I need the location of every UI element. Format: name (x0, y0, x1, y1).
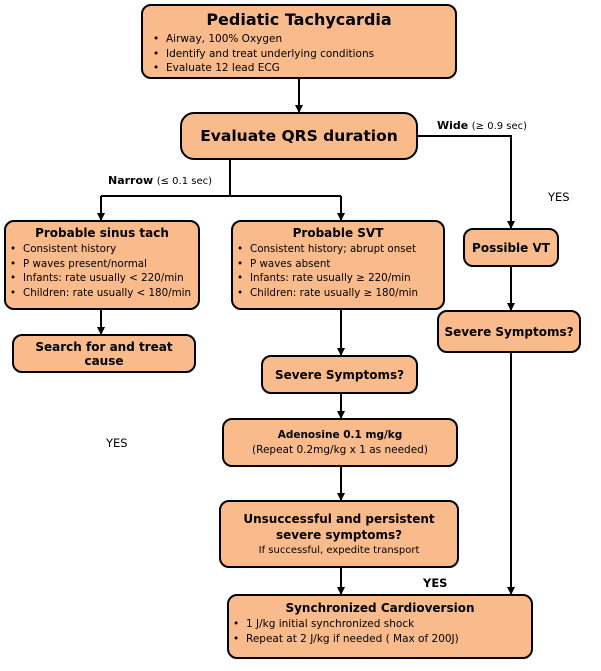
unsuccessful-box: Unsuccessful and persistent severe sympt… (219, 500, 459, 568)
severe-symptoms-vt-box: Severe Symptoms? (437, 310, 581, 353)
sinus-tach-item: Consistent history (8, 242, 198, 257)
wide-label-text: Wide (437, 119, 469, 132)
main-title: Pediatic Tachycardia (206, 10, 392, 29)
treat-cause-title: Search for and treat cause (35, 339, 173, 368)
svt-list: Consistent history; abrupt onset P waves… (233, 242, 443, 300)
cardioversion-list: 1 J/kg initial synchronized shock Repeat… (229, 617, 531, 646)
adenosine-title: Adenosine 0.1 mg/kg (277, 428, 403, 441)
svt-item: Infants: rate usually ≥ 220/min (235, 271, 443, 286)
adenosine-subtitle: (Repeat 0.2mg/kg x 1 as needed) (252, 443, 428, 456)
sinus-tach-item: Children: rate usually < 180/min (8, 286, 198, 301)
cardioversion-title: Synchronized Cardioversion (285, 601, 475, 615)
evaluate-qrs-title: Evaluate QRS duration (200, 127, 398, 145)
wide-label: Wide (≥ 0.9 sec) (437, 119, 527, 132)
sinus-tach-title: Probable sinus tach (35, 226, 169, 240)
svt-item: Children: rate usually ≥ 180/min (235, 286, 443, 301)
main-item: Airway, 100% Oxygen (151, 32, 455, 47)
yes-label-left: YES (106, 436, 128, 450)
possible-vt-box: Possible VT (463, 228, 559, 267)
yes-label-bottom: YES (423, 576, 448, 590)
unsuccessful-title-line1: Unsuccessful and persistent (243, 511, 435, 526)
svt-title: Probable SVT (292, 226, 384, 240)
severe-symptoms-vt-title: Severe Symptoms? (444, 324, 574, 339)
svt-item: P waves absent (235, 257, 443, 272)
sinus-tach-item: P waves present/normal (8, 257, 198, 272)
sinus-tach-item: Infants: rate usually < 220/min (8, 271, 198, 286)
cardioversion-item: 1 J/kg initial synchronized shock (231, 617, 531, 632)
evaluate-qrs-box: Evaluate QRS duration (180, 112, 418, 160)
narrow-label-text: Narrow (108, 174, 154, 187)
severe-symptoms-svt-title: Severe Symptoms? (274, 367, 405, 382)
possible-vt-title: Possible VT (472, 240, 550, 255)
cardioversion-box: Synchronized Cardioversion 1 J/kg initia… (227, 594, 533, 659)
arrow-wide-to-vt (418, 135, 515, 229)
pediatric-tachycardia-box: Pediatic Tachycardia Airway, 100% Oxygen… (141, 4, 457, 79)
cardioversion-item: Repeat at 2 J/kg if needed ( Max of 200J… (231, 632, 531, 647)
treat-cause-box: Search for and treat cause (12, 334, 196, 373)
main-list: Airway, 100% Oxygen Identify and treat u… (151, 32, 455, 76)
severe-symptoms-svt-box: Severe Symptoms? (261, 355, 418, 394)
svt-item: Consistent history; abrupt onset (235, 242, 443, 257)
narrow-label: Narrow (≤ 0.1 sec) (108, 174, 212, 187)
unsuccessful-title-line2: severe symptoms? (275, 527, 403, 542)
sinus-tach-list: Consistent history P waves present/norma… (6, 242, 198, 300)
adenosine-box: Adenosine 0.1 mg/kg (Repeat 0.2mg/kg x 1… (222, 418, 458, 467)
main-item: Evaluate 12 lead ECG (151, 61, 455, 76)
wide-label-detail: (≥ 0.9 sec) (471, 121, 528, 132)
main-item: Identify and treat underlying conditions (151, 47, 455, 62)
svt-box: Probable SVT Consistent history; abrupt … (231, 220, 445, 310)
sinus-tach-box: Probable sinus tach Consistent history P… (4, 220, 200, 310)
yes-label-right: YES (548, 190, 570, 204)
unsuccessful-subtitle: If successful, expedite transport (258, 544, 420, 556)
narrow-label-detail: (≤ 0.1 sec) (156, 176, 213, 187)
